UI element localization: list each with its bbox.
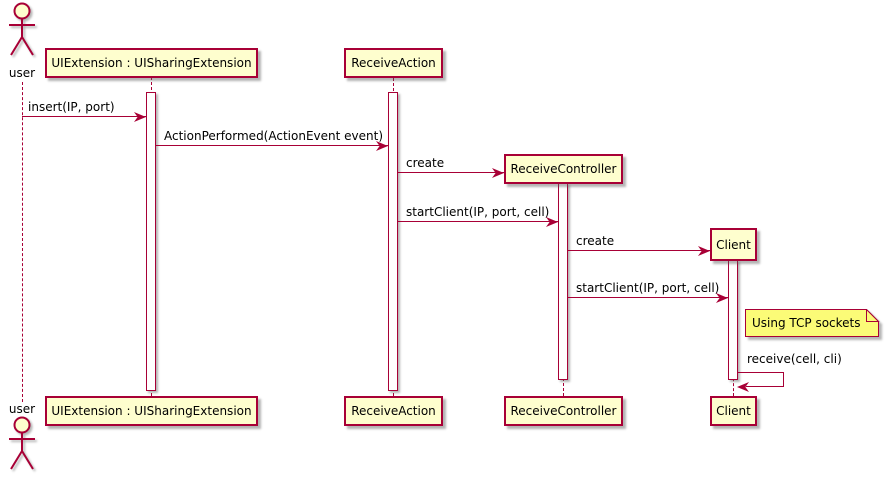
actor-icon — [9, 2, 35, 56]
arrowhead — [737, 382, 749, 392]
arrowhead — [376, 141, 388, 151]
note-text: Using TCP sockets — [752, 316, 861, 330]
participant-client-created: Client — [710, 228, 757, 261]
arrowhead — [546, 217, 558, 227]
message-line — [783, 372, 784, 387]
participant-uiextension-bottom: UIExtension : UISharingExtension — [45, 396, 258, 426]
activation-receivecontroller — [558, 183, 568, 380]
message-label-create-controller: create — [406, 156, 445, 170]
message-label-startclient-controller: startClient(IP, port, cell) — [406, 205, 550, 219]
arrowhead — [716, 293, 728, 303]
message-label-insert: insert(IP, port) — [28, 100, 115, 114]
activation-uiextension — [146, 92, 156, 391]
message-line — [398, 221, 558, 222]
participant-client-bottom: Client — [710, 396, 757, 426]
message-label-actionperformed: ActionPerformed(ActionEvent event) — [164, 129, 383, 143]
participant-receiveaction-top: ReceiveAction — [344, 48, 443, 78]
message-line — [398, 172, 504, 173]
note — [745, 309, 880, 337]
message-line — [568, 250, 710, 251]
message-line — [746, 386, 784, 387]
actor-label-bottom: user — [8, 402, 36, 416]
arrowhead — [698, 246, 710, 256]
message-label-receive: receive(cell, cli) — [747, 352, 842, 366]
message-line — [738, 372, 784, 373]
participant-uiextension-top: UIExtension : UISharingExtension — [45, 48, 258, 78]
actor-icon — [9, 416, 35, 470]
arrowhead — [134, 112, 146, 122]
message-label-create-client: create — [576, 234, 615, 248]
lifeline-user — [22, 82, 23, 402]
message-line — [568, 297, 728, 298]
arrowhead — [492, 168, 504, 178]
activation-receiveaction — [388, 92, 398, 391]
message-label-startclient-client: startClient(IP, port, cell) — [576, 281, 720, 295]
actor-label-top: user — [8, 66, 36, 80]
participant-receivecontroller-created: ReceiveController — [504, 154, 623, 184]
participant-receivecontroller-bottom: ReceiveController — [504, 396, 623, 426]
message-line — [156, 145, 388, 146]
participant-receiveaction-bottom: ReceiveAction — [344, 396, 443, 426]
message-line — [22, 116, 146, 117]
activation-client — [728, 260, 738, 380]
